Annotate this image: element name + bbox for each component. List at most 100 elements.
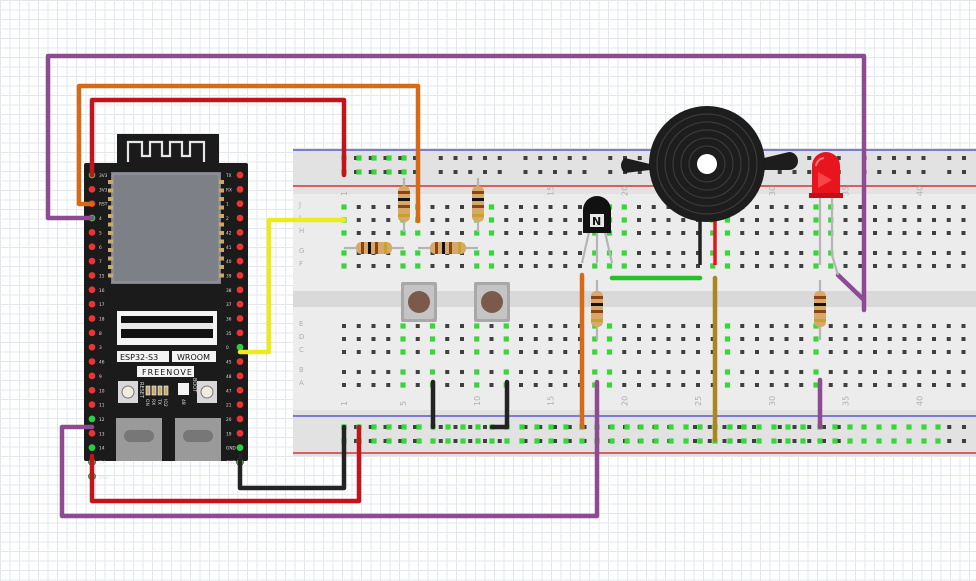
header-pin-left[interactable] bbox=[88, 357, 96, 366]
connected-hole bbox=[475, 424, 481, 430]
header-pin-right[interactable] bbox=[236, 329, 244, 337]
header-pin-left[interactable] bbox=[88, 386, 96, 395]
red-wire-bottom[interactable] bbox=[89, 424, 362, 504]
header-pin-right[interactable] bbox=[236, 429, 244, 438]
breadboard-hole bbox=[873, 264, 877, 268]
breadboard-hole bbox=[386, 231, 391, 235]
header-pin-right[interactable] bbox=[236, 271, 244, 280]
orange-wire-top[interactable] bbox=[76, 83, 421, 224]
header-pin-right[interactable] bbox=[236, 300, 244, 308]
header-pin-right[interactable] bbox=[236, 400, 244, 409]
breadboard-hole bbox=[755, 350, 759, 354]
breadboard-hole bbox=[932, 324, 936, 328]
header-pin-right[interactable] bbox=[236, 343, 244, 352]
rail-hole bbox=[752, 425, 756, 429]
header-pin-right[interactable] bbox=[236, 372, 244, 380]
header-pin-left[interactable] bbox=[88, 372, 96, 380]
pushbutton-2[interactable] bbox=[474, 282, 510, 322]
boot-button[interactable] bbox=[200, 385, 214, 399]
header-pin-left[interactable] bbox=[88, 285, 96, 294]
header-pin-left[interactable] bbox=[88, 400, 96, 409]
rail-hole bbox=[413, 425, 417, 429]
breadboard-hole bbox=[769, 264, 774, 268]
breadboard-hole bbox=[563, 337, 568, 341]
breadboard-hole bbox=[342, 383, 346, 387]
header-pin-right[interactable] bbox=[236, 357, 244, 366]
row-label: A bbox=[299, 379, 304, 387]
header-pin-right[interactable] bbox=[236, 214, 244, 222]
breadboard-hole bbox=[519, 264, 523, 268]
breadboard-hole bbox=[666, 251, 671, 255]
breadboard-hole bbox=[371, 231, 376, 235]
pin-label: 16 bbox=[99, 288, 105, 294]
breadboard-hole bbox=[637, 337, 641, 341]
breadboard-hole bbox=[828, 383, 833, 387]
purple-wire-led-link[interactable] bbox=[835, 272, 867, 303]
purple-wire-top[interactable] bbox=[45, 53, 867, 313]
pushbutton-1[interactable] bbox=[401, 282, 437, 322]
connected-hole bbox=[861, 438, 867, 444]
header-pin-left[interactable] bbox=[88, 443, 96, 452]
black-wire-button-2[interactable] bbox=[489, 379, 510, 430]
header-pin-right[interactable] bbox=[236, 314, 244, 323]
header-pin-right[interactable] bbox=[236, 171, 244, 179]
breadboard-hole bbox=[386, 264, 391, 268]
connected-hole bbox=[813, 369, 819, 375]
header-pin-left[interactable] bbox=[88, 343, 96, 352]
header-pin-right[interactable] bbox=[236, 185, 244, 194]
breadboard-hole bbox=[843, 370, 848, 374]
boot-label: BOOT bbox=[191, 378, 197, 393]
header-pin-right[interactable] bbox=[236, 228, 244, 237]
connected-hole bbox=[724, 263, 731, 269]
header-pin-left[interactable] bbox=[88, 314, 96, 323]
reset-button[interactable] bbox=[121, 385, 135, 399]
breadboard-hole bbox=[666, 370, 671, 374]
breadboard-hole bbox=[342, 337, 346, 341]
connected-hole bbox=[638, 424, 644, 430]
header-pin-left[interactable] bbox=[88, 228, 96, 237]
connected-hole bbox=[416, 438, 422, 444]
breadboard-hole bbox=[578, 231, 582, 235]
black-wire-bottom[interactable] bbox=[237, 424, 347, 491]
header-pin-left[interactable] bbox=[88, 185, 96, 194]
header-pin-right[interactable] bbox=[236, 415, 244, 423]
connected-hole bbox=[813, 336, 819, 342]
breadboard-hole bbox=[651, 370, 656, 374]
breadboard-hole bbox=[460, 324, 464, 328]
header-pin-left[interactable] bbox=[88, 429, 96, 438]
header-pin-left[interactable] bbox=[88, 329, 96, 337]
breadboard-hole bbox=[622, 337, 627, 341]
header-pin-right[interactable] bbox=[236, 257, 244, 265]
column-label: 15 bbox=[547, 396, 556, 406]
header-pin-right[interactable] bbox=[236, 386, 244, 395]
breadboard-hole bbox=[961, 205, 966, 209]
rail-hole bbox=[906, 156, 911, 160]
breadboard-hole bbox=[769, 383, 774, 387]
header-pin-right[interactable] bbox=[236, 443, 244, 452]
breadboard-hole bbox=[828, 337, 833, 341]
purple-wire-bottom[interactable] bbox=[59, 379, 600, 519]
header-pin-left[interactable] bbox=[88, 242, 96, 251]
breadboard-hole bbox=[946, 218, 951, 222]
led-label: TX bbox=[156, 398, 162, 405]
header-pin-right[interactable] bbox=[236, 242, 244, 251]
pin-label: 21 bbox=[226, 403, 232, 409]
rail-hole bbox=[637, 170, 642, 174]
breadboard-hole bbox=[961, 324, 966, 328]
red-wire-top[interactable] bbox=[89, 97, 347, 178]
breadboard-hole bbox=[563, 231, 568, 235]
header-pin-right[interactable] bbox=[236, 199, 244, 208]
header-pin-left[interactable] bbox=[88, 271, 96, 280]
pin-label: 13 bbox=[99, 431, 105, 437]
header-pin-right[interactable] bbox=[236, 285, 244, 294]
header-pin-left[interactable] bbox=[88, 415, 96, 423]
resistor-band bbox=[814, 319, 826, 322]
rail-hole bbox=[398, 156, 403, 160]
header-pin-left[interactable] bbox=[88, 257, 96, 265]
yellow-wire-gpio[interactable] bbox=[237, 217, 347, 355]
connected-hole bbox=[400, 250, 406, 256]
connected-hole bbox=[503, 369, 509, 375]
rail-hole bbox=[413, 170, 417, 174]
header-pin-left[interactable] bbox=[88, 300, 96, 308]
smd-led bbox=[151, 385, 157, 396]
